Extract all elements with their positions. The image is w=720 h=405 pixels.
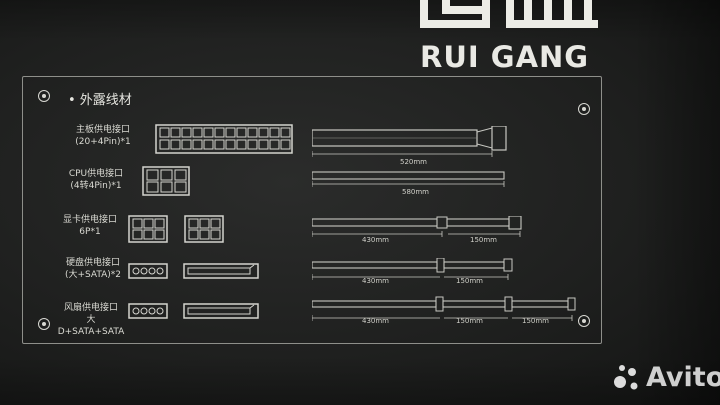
atx-cable-drawing: [312, 126, 507, 157]
screw-icon: [578, 103, 590, 115]
section-title: • 外露线材: [68, 93, 132, 108]
row-label: 硬盘供电接口 (大+SATA)*2: [60, 257, 126, 281]
screw-icon: [38, 318, 50, 330]
hdd-cable-drawing: [312, 258, 513, 280]
atx-24pin-connector-icon: [155, 124, 293, 154]
cpu-4pin-connector-icon: [142, 166, 190, 196]
cpu-cable-drawing: [312, 171, 505, 187]
brand-name: RUI GANG: [420, 40, 590, 74]
length-label: 430mm: [362, 277, 389, 285]
row-label: 显卡供电接口 6P*1: [60, 214, 120, 238]
gpu-6pin-connector-icon: [128, 215, 168, 243]
gpu-cable-drawing: [312, 216, 522, 237]
row-label: 风扇供电接口 大D+SATA+SATA: [56, 302, 126, 338]
length-label: 430mm: [362, 236, 389, 244]
row-label-name: 显卡供电接口: [62, 215, 117, 225]
row-label-spec: (20+4Pin)*1: [75, 137, 131, 147]
sata-connector-icon: [183, 303, 259, 319]
row-label-spec: 6P*1: [79, 227, 101, 237]
row-label: 主板供电接口 (20+4Pin)*1: [58, 124, 148, 148]
gpu-6pin-connector-icon: [184, 215, 224, 243]
row-label-spec: (4转4Pin)*1: [70, 181, 122, 191]
watermark-text: Avito: [646, 362, 720, 393]
screw-icon: [578, 315, 590, 327]
length-label: 150mm: [470, 236, 497, 244]
length-label: 580mm: [402, 188, 429, 196]
length-label: 430mm: [362, 317, 389, 325]
row-label: CPU供电接口 (4转4Pin)*1: [60, 168, 132, 192]
row-label-name: 主板供电接口: [75, 125, 130, 135]
molex-connector-icon: [128, 263, 168, 279]
length-label: 150mm: [522, 317, 549, 325]
row-label-name: 风扇供电接口: [63, 303, 118, 313]
avito-logo-icon: [614, 365, 638, 390]
length-label: 520mm: [400, 158, 427, 166]
length-label: 150mm: [456, 277, 483, 285]
row-label-name: CPU供电接口: [68, 169, 124, 179]
sata-connector-icon: [183, 263, 259, 279]
length-label: 150mm: [456, 317, 483, 325]
fan-cable-drawing: [312, 296, 576, 321]
row-label-name: 硬盘供电接口: [65, 258, 120, 268]
screw-icon: [38, 90, 50, 102]
row-label-spec: (大+SATA)*2: [64, 270, 122, 280]
molex-connector-icon: [128, 303, 168, 319]
row-label-spec: 大D+SATA+SATA: [57, 315, 125, 337]
brand-logo-glyph: [420, 0, 598, 28]
spec-panel: [22, 76, 602, 344]
